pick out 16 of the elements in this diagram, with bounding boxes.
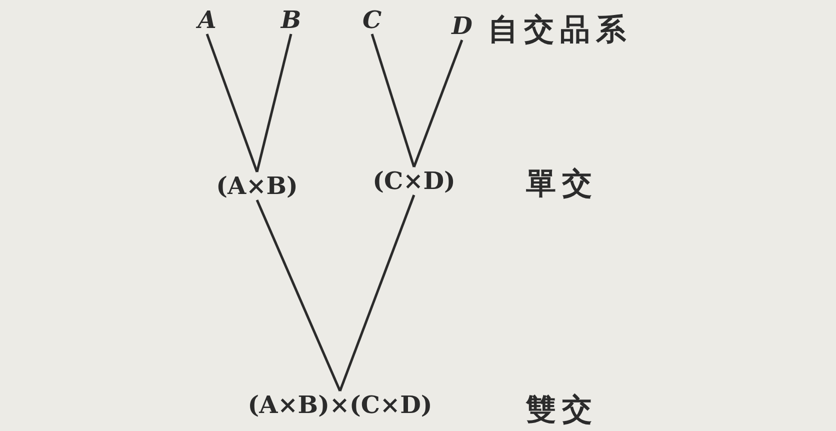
generation-label: 單交 (526, 166, 598, 204)
line-label: B (278, 6, 304, 34)
cross-line (370, 34, 416, 168)
generation-label: 雙交 (526, 392, 598, 430)
cross-label: (A×B)×(C×D) (246, 391, 434, 419)
cross-label: (C×D) (370, 167, 458, 195)
cross-line (256, 200, 342, 392)
cross-line (412, 40, 464, 168)
cross-line (338, 194, 416, 392)
generation-label: 自交品系 (488, 12, 632, 50)
cross-line (256, 34, 292, 172)
line-label: A (196, 6, 218, 34)
cross-line (206, 34, 258, 172)
line-label: C (360, 6, 384, 34)
line-label: D (450, 12, 474, 40)
cross-label: (A×B) (214, 172, 300, 200)
